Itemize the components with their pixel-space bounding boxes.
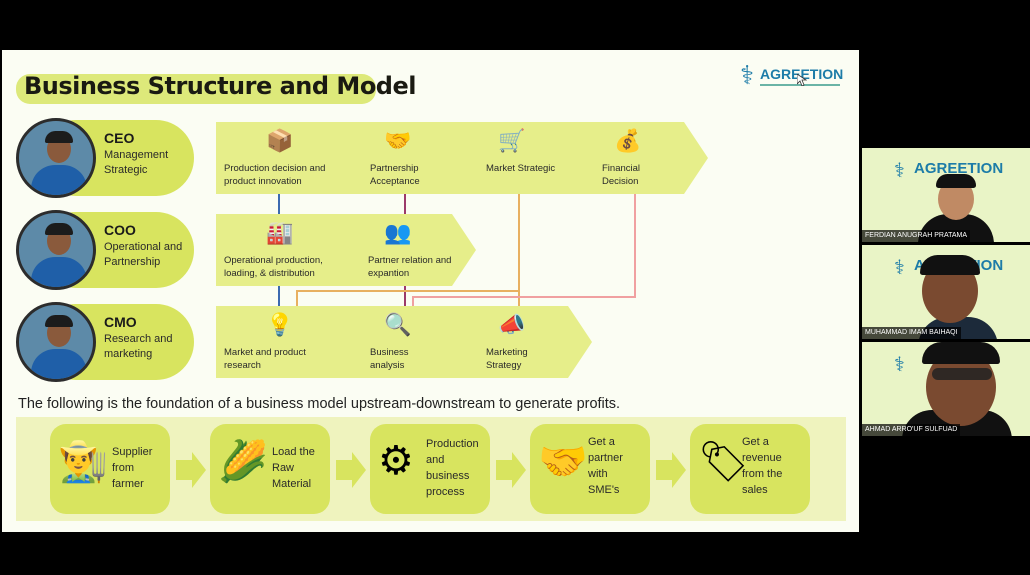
connector-line: [278, 194, 280, 216]
foundation-text: The following is the foundation of a bus…: [18, 396, 621, 412]
brand-name: AGREETION: [914, 160, 1004, 177]
connector-line: [296, 290, 520, 292]
connector-line: [412, 296, 414, 308]
participant-name: AHMAD ARRO'UF SULFUAD: [862, 424, 961, 436]
brand-logo: ⚕ AGREETION: [740, 58, 850, 94]
task-chevron: 👥 Partner relation and expantion: [334, 214, 476, 286]
market-icon: 🛒: [498, 128, 526, 153]
exec-coo: COO Operational and Partnership: [16, 210, 196, 290]
task-chevron: 🛒 Market Strategic: [448, 122, 592, 194]
brand-name: AGREETION: [760, 66, 844, 82]
exec-desc: Management Strategic: [104, 149, 169, 176]
people-icon: 👥: [384, 220, 412, 245]
step-label: Load the Raw Material: [272, 446, 315, 490]
exec-role: COO: [104, 222, 136, 238]
participant-hair: [922, 342, 1000, 364]
task-chevron: 🔍 Business analysis: [334, 306, 476, 378]
step-arrow: [336, 452, 366, 488]
gears-icon: ⚙: [378, 439, 414, 483]
participant-tile[interactable]: ⚕ AHMAD ARRO'UF SULFUAD: [862, 342, 1030, 436]
glasses-icon: [932, 368, 992, 380]
model-step: 🤝 Get a partner with SME's: [530, 424, 650, 514]
task-label: Partnership Acceptance: [370, 163, 420, 187]
task-chevron: 📦 Production decision and product innova…: [216, 122, 362, 194]
participant-name: FERDIAN ANUGRAH PRATAMA: [862, 230, 971, 242]
farmer-icon: 👨‍🌾: [58, 440, 108, 484]
exec-role: CEO: [104, 130, 135, 146]
task-label: Operational production, loading, & distr…: [224, 255, 323, 279]
task-label: Partner relation and expantion: [368, 255, 452, 279]
exec-desc: Operational and Partnership: [104, 241, 183, 268]
avatar: [16, 210, 96, 290]
presentation-slide: Business Structure and Model ⚕ AGREETION…: [2, 50, 859, 532]
connector-line: [404, 286, 406, 308]
brand-mark-icon: ⚕: [894, 354, 905, 376]
box-icon: 📦: [266, 128, 294, 153]
connector-line: [404, 194, 406, 216]
connector-line: [412, 296, 636, 298]
step-label: Supplier from farmer: [112, 446, 153, 490]
participant-name: MUHAMMAD IMAM BAIHAQI: [862, 327, 961, 339]
step-arrow: [496, 452, 526, 488]
task-label: Business analysis: [370, 347, 409, 371]
step-label: Production and business process: [426, 438, 479, 498]
analysis-icon: 🔍: [384, 312, 412, 337]
participant-hair: [936, 174, 976, 188]
exec-desc: Research and marketing: [104, 333, 173, 360]
exec-ceo: CEO Management Strategic: [16, 118, 196, 198]
model-step: 🌽 Load the Raw Material: [210, 424, 330, 514]
mouse-cursor-icon: [797, 74, 807, 86]
partner-icon: 🤝: [538, 440, 588, 484]
handshake-icon: 🤝: [384, 128, 412, 153]
task-label: Market and product research: [224, 347, 306, 371]
step-label: Get a revenue from the sales: [742, 436, 783, 496]
avatar: [16, 118, 96, 198]
exec-cmo: CMO Research and marketing: [16, 302, 196, 382]
bulb-icon: 💡: [266, 312, 294, 337]
task-chevron: 🤝 Partnership Acceptance: [334, 122, 476, 194]
brand-mark-icon: ⚕: [894, 257, 905, 279]
megaphone-icon: 📣: [498, 312, 526, 337]
slide-title: Business Structure and Model: [24, 72, 416, 100]
step-arrow: [656, 452, 686, 488]
task-chevron: 🏭 Operational production, loading, & dis…: [216, 214, 362, 286]
title-highlight: [16, 74, 376, 104]
brand-mark-icon: ⚕: [740, 60, 755, 90]
task-chevron: 💰 Financial Decision: [564, 122, 708, 194]
corn-icon: 🌽: [218, 440, 268, 484]
model-step: 🏷 Get a revenue from the sales: [690, 424, 810, 514]
step-label: Get a partner with SME's: [588, 436, 623, 496]
brand-underline: [760, 84, 840, 86]
connector-line: [296, 290, 298, 308]
brand-mark-icon: ⚕: [894, 160, 905, 182]
task-label: Financial Decision: [602, 163, 641, 187]
money-icon: 💰: [614, 128, 642, 153]
exec-role: CMO: [104, 314, 137, 330]
model-step: ⚙ Production and business process: [370, 424, 490, 514]
participant-tile[interactable]: ⚕ AGREETION MUHAMMAD IMAM BAIHAQI: [862, 245, 1030, 339]
participant-tile[interactable]: ⚕ AGREETION FERDIAN ANUGRAH PRATAMA: [862, 148, 1030, 242]
task-label: Marketing Strategy: [486, 347, 528, 371]
step-arrow: [176, 452, 206, 488]
connector-line: [634, 194, 636, 298]
sale-tag-icon: 🏷: [698, 440, 749, 484]
task-chevron: 📣 Marketing Strategy: [448, 306, 592, 378]
model-step: 👨‍🌾 Supplier from farmer: [50, 424, 170, 514]
connector-line: [518, 194, 520, 308]
task-label: Market Strategic: [486, 163, 556, 174]
participant-hair: [920, 255, 980, 275]
task-label: Production decision and product innovati…: [224, 163, 326, 187]
factory-icon: 🏭: [266, 220, 294, 245]
connector-line: [278, 286, 280, 308]
task-chevron: 💡 Market and product research: [216, 306, 362, 378]
avatar: [16, 302, 96, 382]
